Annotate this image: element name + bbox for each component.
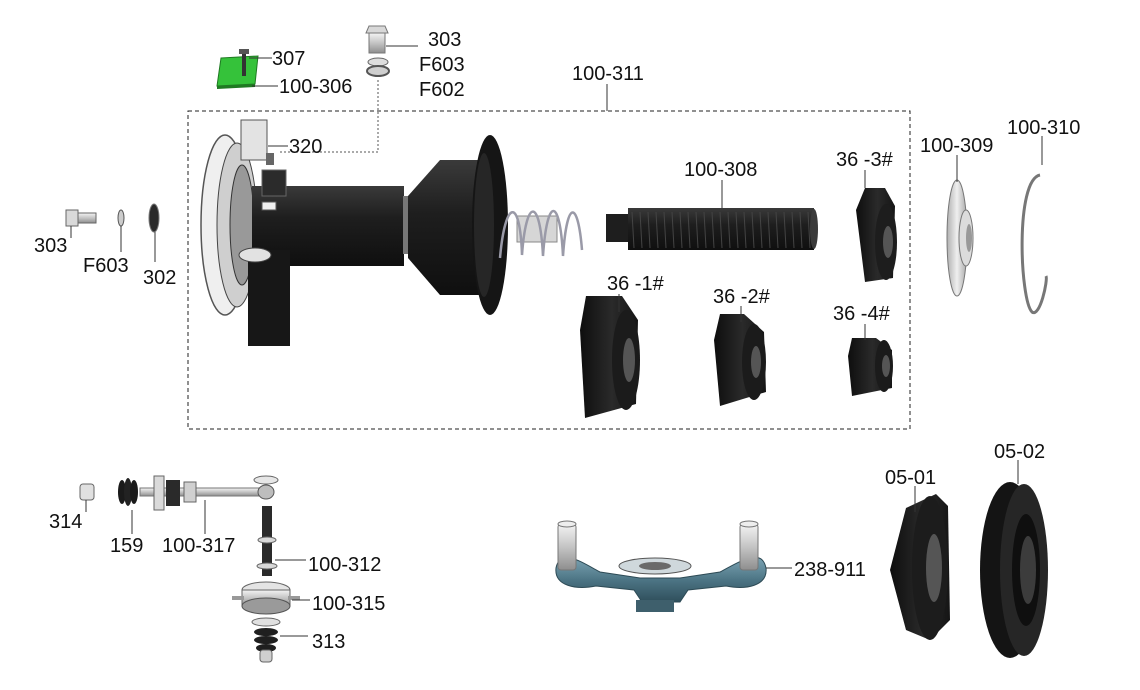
part-f602-top-washer bbox=[366, 65, 390, 77]
part-100-317-rod bbox=[139, 475, 279, 511]
label-307: 307 bbox=[272, 48, 305, 70]
label-05-02: 05-02 bbox=[994, 441, 1045, 463]
part-05-01-cone bbox=[890, 494, 950, 640]
label-36-3: 36 -3# bbox=[836, 149, 894, 171]
label-05-01: 05-01 bbox=[885, 467, 936, 489]
part-36-2-cone bbox=[714, 314, 766, 406]
label-100-306: 100-306 bbox=[279, 76, 352, 98]
part-36-3-cone bbox=[856, 188, 897, 282]
label-159: 159 bbox=[110, 535, 143, 557]
label-303-left: 303 bbox=[34, 235, 67, 257]
assembly-group-frame bbox=[187, 110, 911, 430]
part-100-306-plate bbox=[216, 55, 259, 89]
label-100-315: 100-315 bbox=[312, 593, 385, 615]
part-100-312-stud bbox=[256, 506, 278, 576]
label-302: 302 bbox=[143, 267, 176, 289]
label-100-311: 100-311 bbox=[572, 63, 644, 85]
label-313: 313 bbox=[312, 631, 345, 653]
label-238-911: 238-911 bbox=[794, 559, 866, 581]
part-314-cap bbox=[79, 483, 95, 501]
part-303-top-bolt bbox=[365, 25, 389, 54]
part-100-315-hub bbox=[232, 581, 300, 615]
label-100-312: 100-312 bbox=[308, 554, 381, 576]
part-drum-bell bbox=[408, 135, 508, 315]
part-159-knob bbox=[118, 478, 138, 506]
part-36-1-cone bbox=[580, 296, 640, 418]
part-302-nut bbox=[148, 203, 160, 233]
leader-dotted bbox=[278, 80, 379, 153]
label-100-308: 100-308 bbox=[684, 159, 757, 181]
label-100-317: 100-317 bbox=[162, 535, 235, 557]
label-100-310: 100-310 bbox=[1007, 117, 1080, 139]
part-313-spring-stack bbox=[251, 617, 281, 663]
part-100-308-threaded-shaft bbox=[606, 208, 818, 250]
label-f602: F602 bbox=[419, 79, 465, 101]
part-100-309-disc bbox=[946, 179, 974, 297]
part-320-bracket bbox=[266, 153, 274, 165]
part-100-310-snap-ring bbox=[1020, 173, 1048, 314]
label-314: 314 bbox=[49, 511, 82, 533]
part-spring bbox=[498, 209, 584, 259]
part-238-911-wing-nut bbox=[555, 520, 767, 612]
part-36-4-cone bbox=[848, 338, 893, 396]
part-f603-top-washer bbox=[367, 57, 389, 67]
label-36-1: 36 -1# bbox=[607, 273, 665, 295]
part-main-shaft bbox=[238, 169, 411, 346]
label-303-top: 303 bbox=[428, 29, 461, 51]
part-f603-left-washer bbox=[117, 209, 125, 227]
part-303-left-bolt bbox=[65, 209, 97, 227]
part-05-02-ring bbox=[980, 482, 1048, 658]
label-36-4: 36 -4# bbox=[833, 303, 891, 325]
label-36-2: 36 -2# bbox=[713, 286, 771, 308]
label-100-309: 100-309 bbox=[920, 135, 993, 157]
label-f603-left: F603 bbox=[83, 255, 129, 277]
part-307-screw bbox=[239, 49, 249, 76]
label-f603-top: F603 bbox=[419, 54, 465, 76]
label-320: 320 bbox=[289, 136, 322, 158]
